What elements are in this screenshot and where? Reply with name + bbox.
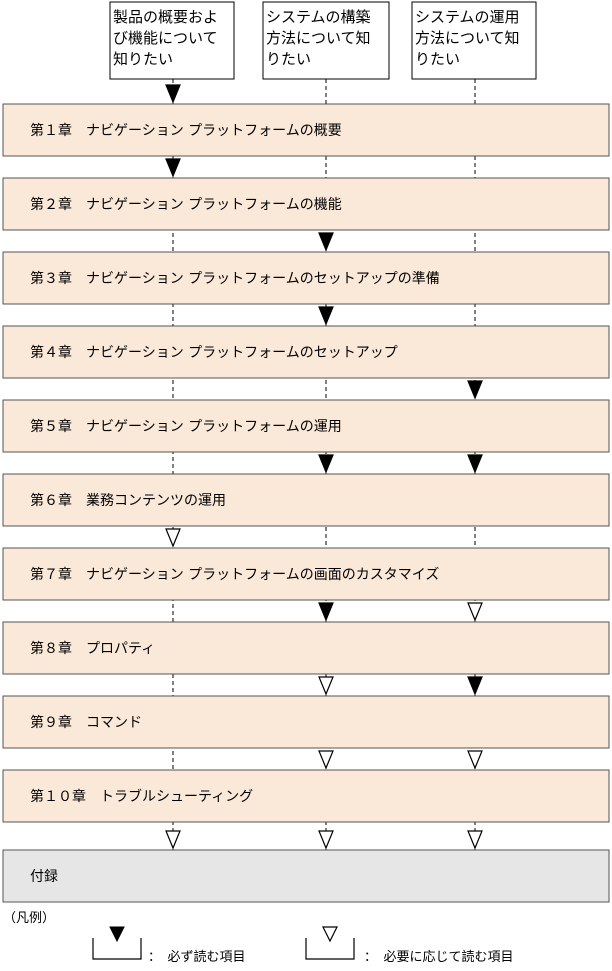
optional-marker xyxy=(165,830,181,850)
chapter-label: 第２章 ナビゲーション プラットフォームの機能 xyxy=(30,196,342,213)
chapter-label: 第１０章 トラブルシューティング xyxy=(30,788,253,805)
required-marker xyxy=(467,380,483,400)
required-marker xyxy=(318,602,334,622)
reader-label-line: システムの運用 xyxy=(415,8,520,26)
required-marker xyxy=(467,454,483,474)
chapter-label: 第４章 ナビゲーション プラットフォームのセットアップ xyxy=(30,344,398,361)
optional-marker xyxy=(165,528,181,548)
chapter-box-4 xyxy=(2,325,610,379)
reader-box-2 xyxy=(262,1,390,80)
reader-box-1 xyxy=(109,1,235,80)
reader-label-line: りたい xyxy=(415,50,460,68)
legend-optional-marker xyxy=(322,926,338,943)
reader-label-line: 製品の概要およ xyxy=(113,8,218,26)
chapter-box-7 xyxy=(2,547,610,601)
appendix-label: 付録 xyxy=(30,869,58,885)
reader-label-line: システムの構築 xyxy=(266,8,371,26)
required-marker xyxy=(318,454,334,474)
legend-optional-box xyxy=(305,938,355,960)
optional-marker xyxy=(318,750,334,770)
optional-marker xyxy=(318,830,334,850)
reader-label-line: 方法について知 xyxy=(415,29,520,47)
legend-required-label: ： 必ず読む項目 xyxy=(148,949,246,965)
optional-marker xyxy=(467,602,483,622)
chapter-box-8 xyxy=(2,621,610,675)
required-marker xyxy=(467,676,483,696)
chapter-label: 第９章 コマンド xyxy=(30,714,142,731)
chapter-box-2 xyxy=(2,177,610,231)
chapter-label: 第７章 ナビゲーション プラットフォームの画面のカスタマイズ xyxy=(30,566,439,583)
reader-label-line: 方法について知 xyxy=(266,29,371,47)
chapter-box-1 xyxy=(2,103,610,157)
chapter-box-3 xyxy=(2,251,610,305)
chapter-label: 第６章 業務コンテンツの運用 xyxy=(30,492,226,509)
chapter-box-10 xyxy=(2,769,610,823)
chapter-label: 第５章 ナビゲーション プラットフォームの運用 xyxy=(30,418,342,435)
optional-marker xyxy=(467,830,483,850)
optional-marker xyxy=(467,750,483,770)
appendix-box xyxy=(2,849,610,903)
chapter-box-5 xyxy=(2,399,610,453)
required-marker xyxy=(318,306,334,326)
optional-marker xyxy=(318,676,334,696)
required-marker xyxy=(165,158,181,178)
reader-label-line: び機能について xyxy=(113,29,218,47)
reader-label-line: 知りたい xyxy=(113,50,173,68)
legend-optional-label: ： 必要に応じて読む項目 xyxy=(364,949,514,965)
chapter-box-9 xyxy=(2,695,610,749)
legend-title: （凡例） xyxy=(3,911,55,926)
legend-required-marker xyxy=(109,926,125,943)
chapter-box-6 xyxy=(2,473,610,527)
reader-label-line: りたい xyxy=(266,50,311,68)
required-marker xyxy=(165,84,181,104)
reader-box-3 xyxy=(411,1,537,80)
required-marker xyxy=(318,232,334,252)
chapter-label: 第１章 ナビゲーション プラットフォームの概要 xyxy=(30,122,342,139)
chapter-label: 第８章 プロパティ xyxy=(30,640,155,657)
legend-required-box xyxy=(92,938,142,960)
chapter-label: 第３章 ナビゲーション プラットフォームのセットアップの準備 xyxy=(30,270,440,287)
